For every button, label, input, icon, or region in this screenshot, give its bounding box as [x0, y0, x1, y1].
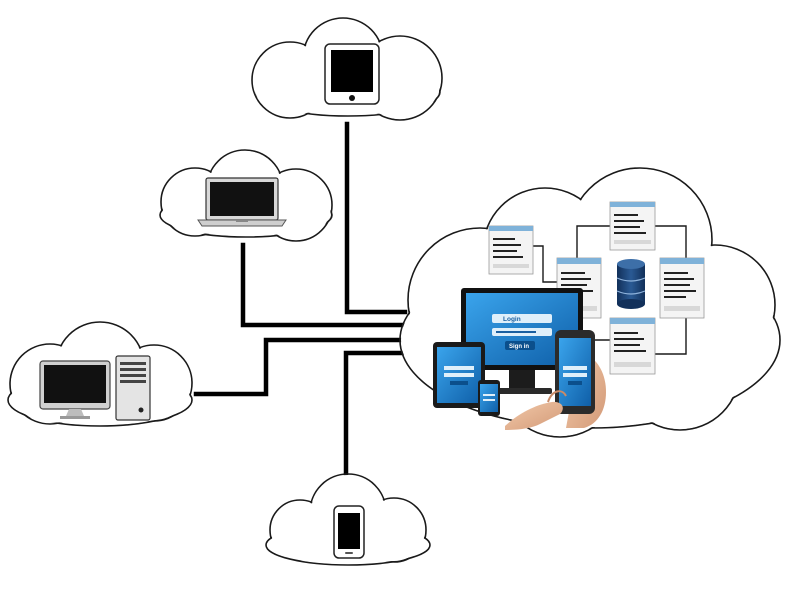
- laptop-icon: [197, 177, 287, 227]
- flow-arrow: [655, 225, 687, 258]
- smartphone-icon: [333, 505, 365, 559]
- wire-laptop: [240, 242, 408, 328]
- form-card: [609, 317, 656, 375]
- cloud-tablet-icon: [433, 342, 485, 408]
- form-card: [659, 257, 705, 319]
- form-card: [488, 225, 534, 275]
- laptop-cloud: [159, 149, 333, 242]
- wire-phone: [343, 350, 408, 493]
- phone-cloud: [265, 473, 431, 566]
- signin-button-label: Sign in: [509, 344, 529, 350]
- tablet-icon: [324, 43, 380, 105]
- monitor-icon: [39, 360, 111, 419]
- desktop-cloud: [7, 321, 193, 427]
- flow-arrow: [655, 318, 687, 355]
- login-label: Login: [503, 316, 521, 323]
- cloud-services: Login Sign in: [399, 167, 781, 438]
- wire-tablet: [344, 121, 408, 315]
- cloud-small-phone-icon: [478, 380, 500, 416]
- wire-desktop: [193, 337, 408, 397]
- database-icon: [616, 259, 646, 309]
- hand-holding-phone: [505, 330, 606, 430]
- desktop-tower-icon: [115, 355, 151, 421]
- connection-wires: [193, 121, 408, 493]
- flow-arrow: [576, 225, 610, 258]
- form-card: [609, 201, 656, 251]
- flow-arrow: [533, 245, 557, 283]
- tablet-cloud: [251, 17, 443, 121]
